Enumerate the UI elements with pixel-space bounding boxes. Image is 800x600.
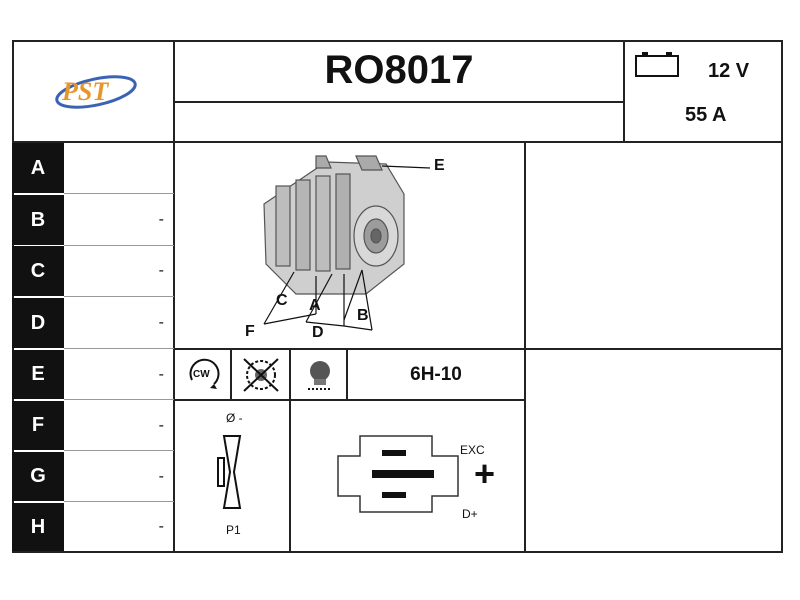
row-sep: [64, 296, 174, 297]
row-letter-a: A: [12, 143, 64, 193]
voltage-value: 12 V: [708, 60, 750, 82]
row-sep: [64, 399, 174, 400]
row-sep: [64, 450, 174, 451]
no-regulator-icon: [238, 355, 284, 395]
diagram-label-c: C: [276, 292, 288, 309]
diagram-label-b: B: [357, 307, 369, 324]
diagram-label-e: E: [434, 157, 445, 174]
diagram-label-a: A: [309, 297, 321, 314]
pst-logo: PST: [48, 66, 144, 116]
battery-icon: [634, 48, 680, 83]
diagram-label-d: D: [312, 324, 324, 341]
regulator-code: 6H-10: [410, 364, 462, 385]
row-letter-d: D: [12, 298, 64, 348]
row-value-b: -: [158, 211, 164, 228]
part-number: RO8017: [324, 48, 474, 92]
row-letter-f: F: [12, 401, 64, 450]
row-letter-h: H: [12, 503, 64, 551]
header-divider: [12, 141, 783, 143]
row-value-g: -: [158, 467, 164, 485]
diagram-label-f: F: [245, 323, 255, 340]
row-sep: [64, 245, 174, 246]
row-value-c: -: [158, 262, 164, 279]
row-sep: [64, 348, 174, 349]
connector-plus-label: +: [474, 453, 496, 494]
connector-icon: [336, 432, 476, 516]
connector-exc-label: EXC: [460, 443, 485, 457]
row-letter-b: B: [12, 195, 64, 245]
row-letter-g: G: [12, 452, 64, 501]
alternator-image: [176, 144, 522, 346]
svg-text:PST: PST: [61, 77, 109, 106]
row-letter-c: C: [12, 246, 64, 296]
frame-top: [12, 40, 783, 42]
connector-d-plus-label: D+: [462, 507, 478, 521]
mid-divider: [173, 348, 783, 350]
col-divider-2: [623, 40, 625, 143]
title-underline: [173, 101, 625, 103]
pulley-diameter: Ø -: [226, 411, 243, 425]
row-sep: [64, 501, 174, 502]
icon-sep-1: [230, 348, 232, 401]
icons-divider: [173, 399, 526, 401]
pulley-icon: [212, 432, 252, 512]
icon-sep-3: [346, 348, 348, 401]
col-divider-1: [173, 40, 175, 553]
rotation-cw-icon: [184, 356, 224, 394]
rotation-label: CW: [193, 369, 210, 380]
row-value-d: -: [158, 314, 164, 331]
row-value-a: [64, 143, 174, 193]
pulley-divider: [289, 399, 291, 553]
row-value-f: -: [158, 416, 164, 434]
amperage-value: 55 A: [685, 104, 727, 126]
regulator-icon: [300, 355, 340, 395]
row-value-h: -: [158, 518, 164, 535]
row-letter-e: E: [12, 350, 64, 399]
frame-right: [781, 40, 783, 553]
frame-bottom: [12, 551, 783, 553]
col-divider-3: [524, 141, 526, 553]
pulley-type: P1: [226, 523, 241, 537]
row-sep: [64, 193, 174, 194]
icon-sep-2: [289, 348, 291, 401]
row-value-e: -: [158, 365, 164, 383]
frame-left: [12, 40, 14, 553]
